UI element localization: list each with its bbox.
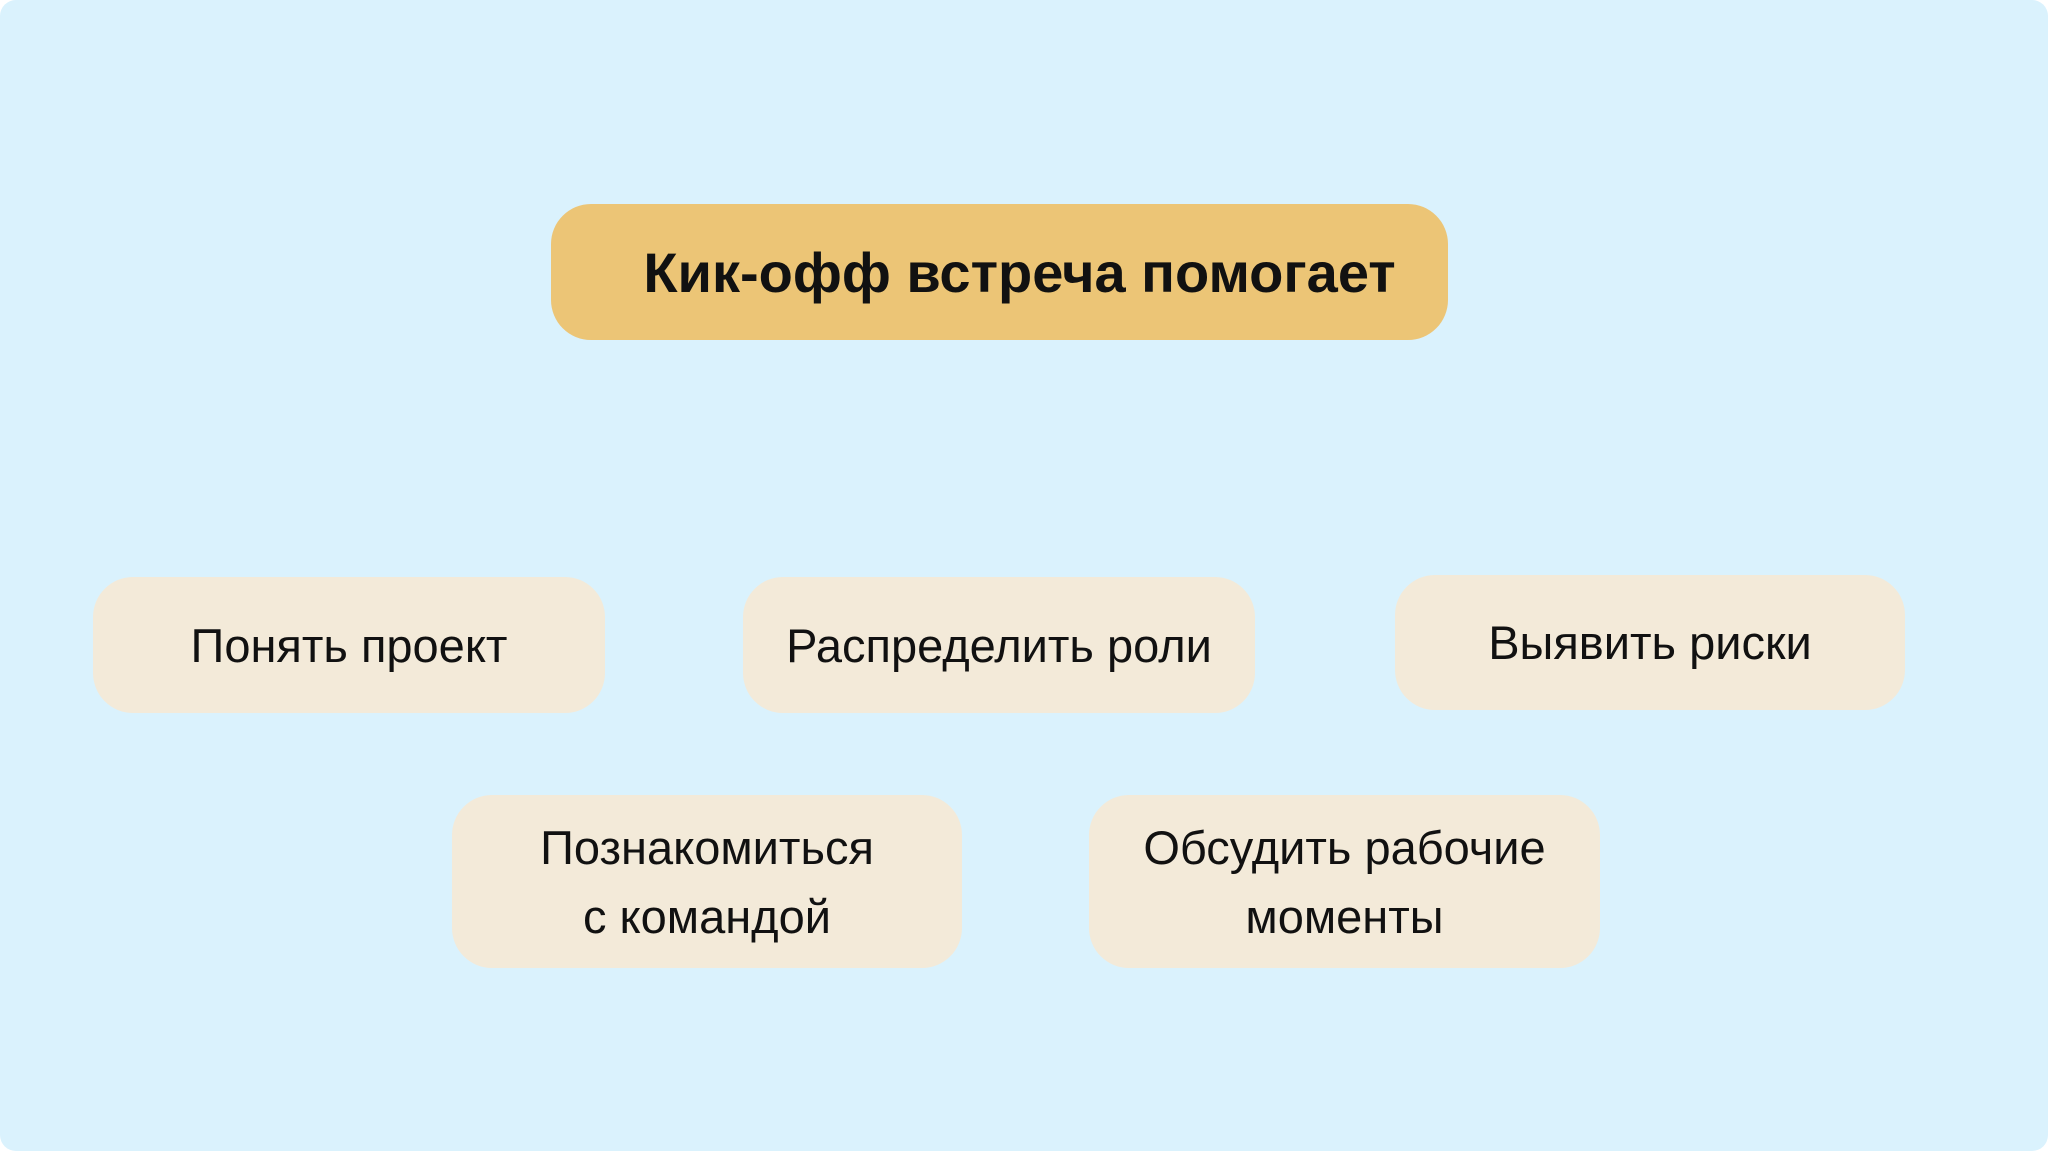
item-label: Выявить риски [1488, 616, 1812, 669]
item-label-line-2: моменты [1245, 889, 1444, 943]
item-assign-roles: Распределить роли [743, 577, 1255, 713]
item-label-line-1: Познакомиться [540, 820, 874, 874]
item-identify-risks: Выявить риски [1395, 575, 1905, 710]
item-label: Распределить роли [786, 618, 1212, 672]
item-understand-project: Понять проект [93, 577, 605, 713]
header-box: Кик-офф встреча помогает [551, 204, 1448, 340]
item-label-line-2: с командой [582, 889, 831, 943]
item-label: Понять проект [190, 618, 508, 672]
header-title: Кик-офф встреча помогает [643, 240, 1396, 304]
item-label-line-1: Обсудить рабочие [1143, 820, 1546, 874]
item-discuss-work: Обсудить рабочие моменты [1089, 795, 1600, 968]
item-meet-team: Познакомиться с командой [452, 795, 962, 968]
